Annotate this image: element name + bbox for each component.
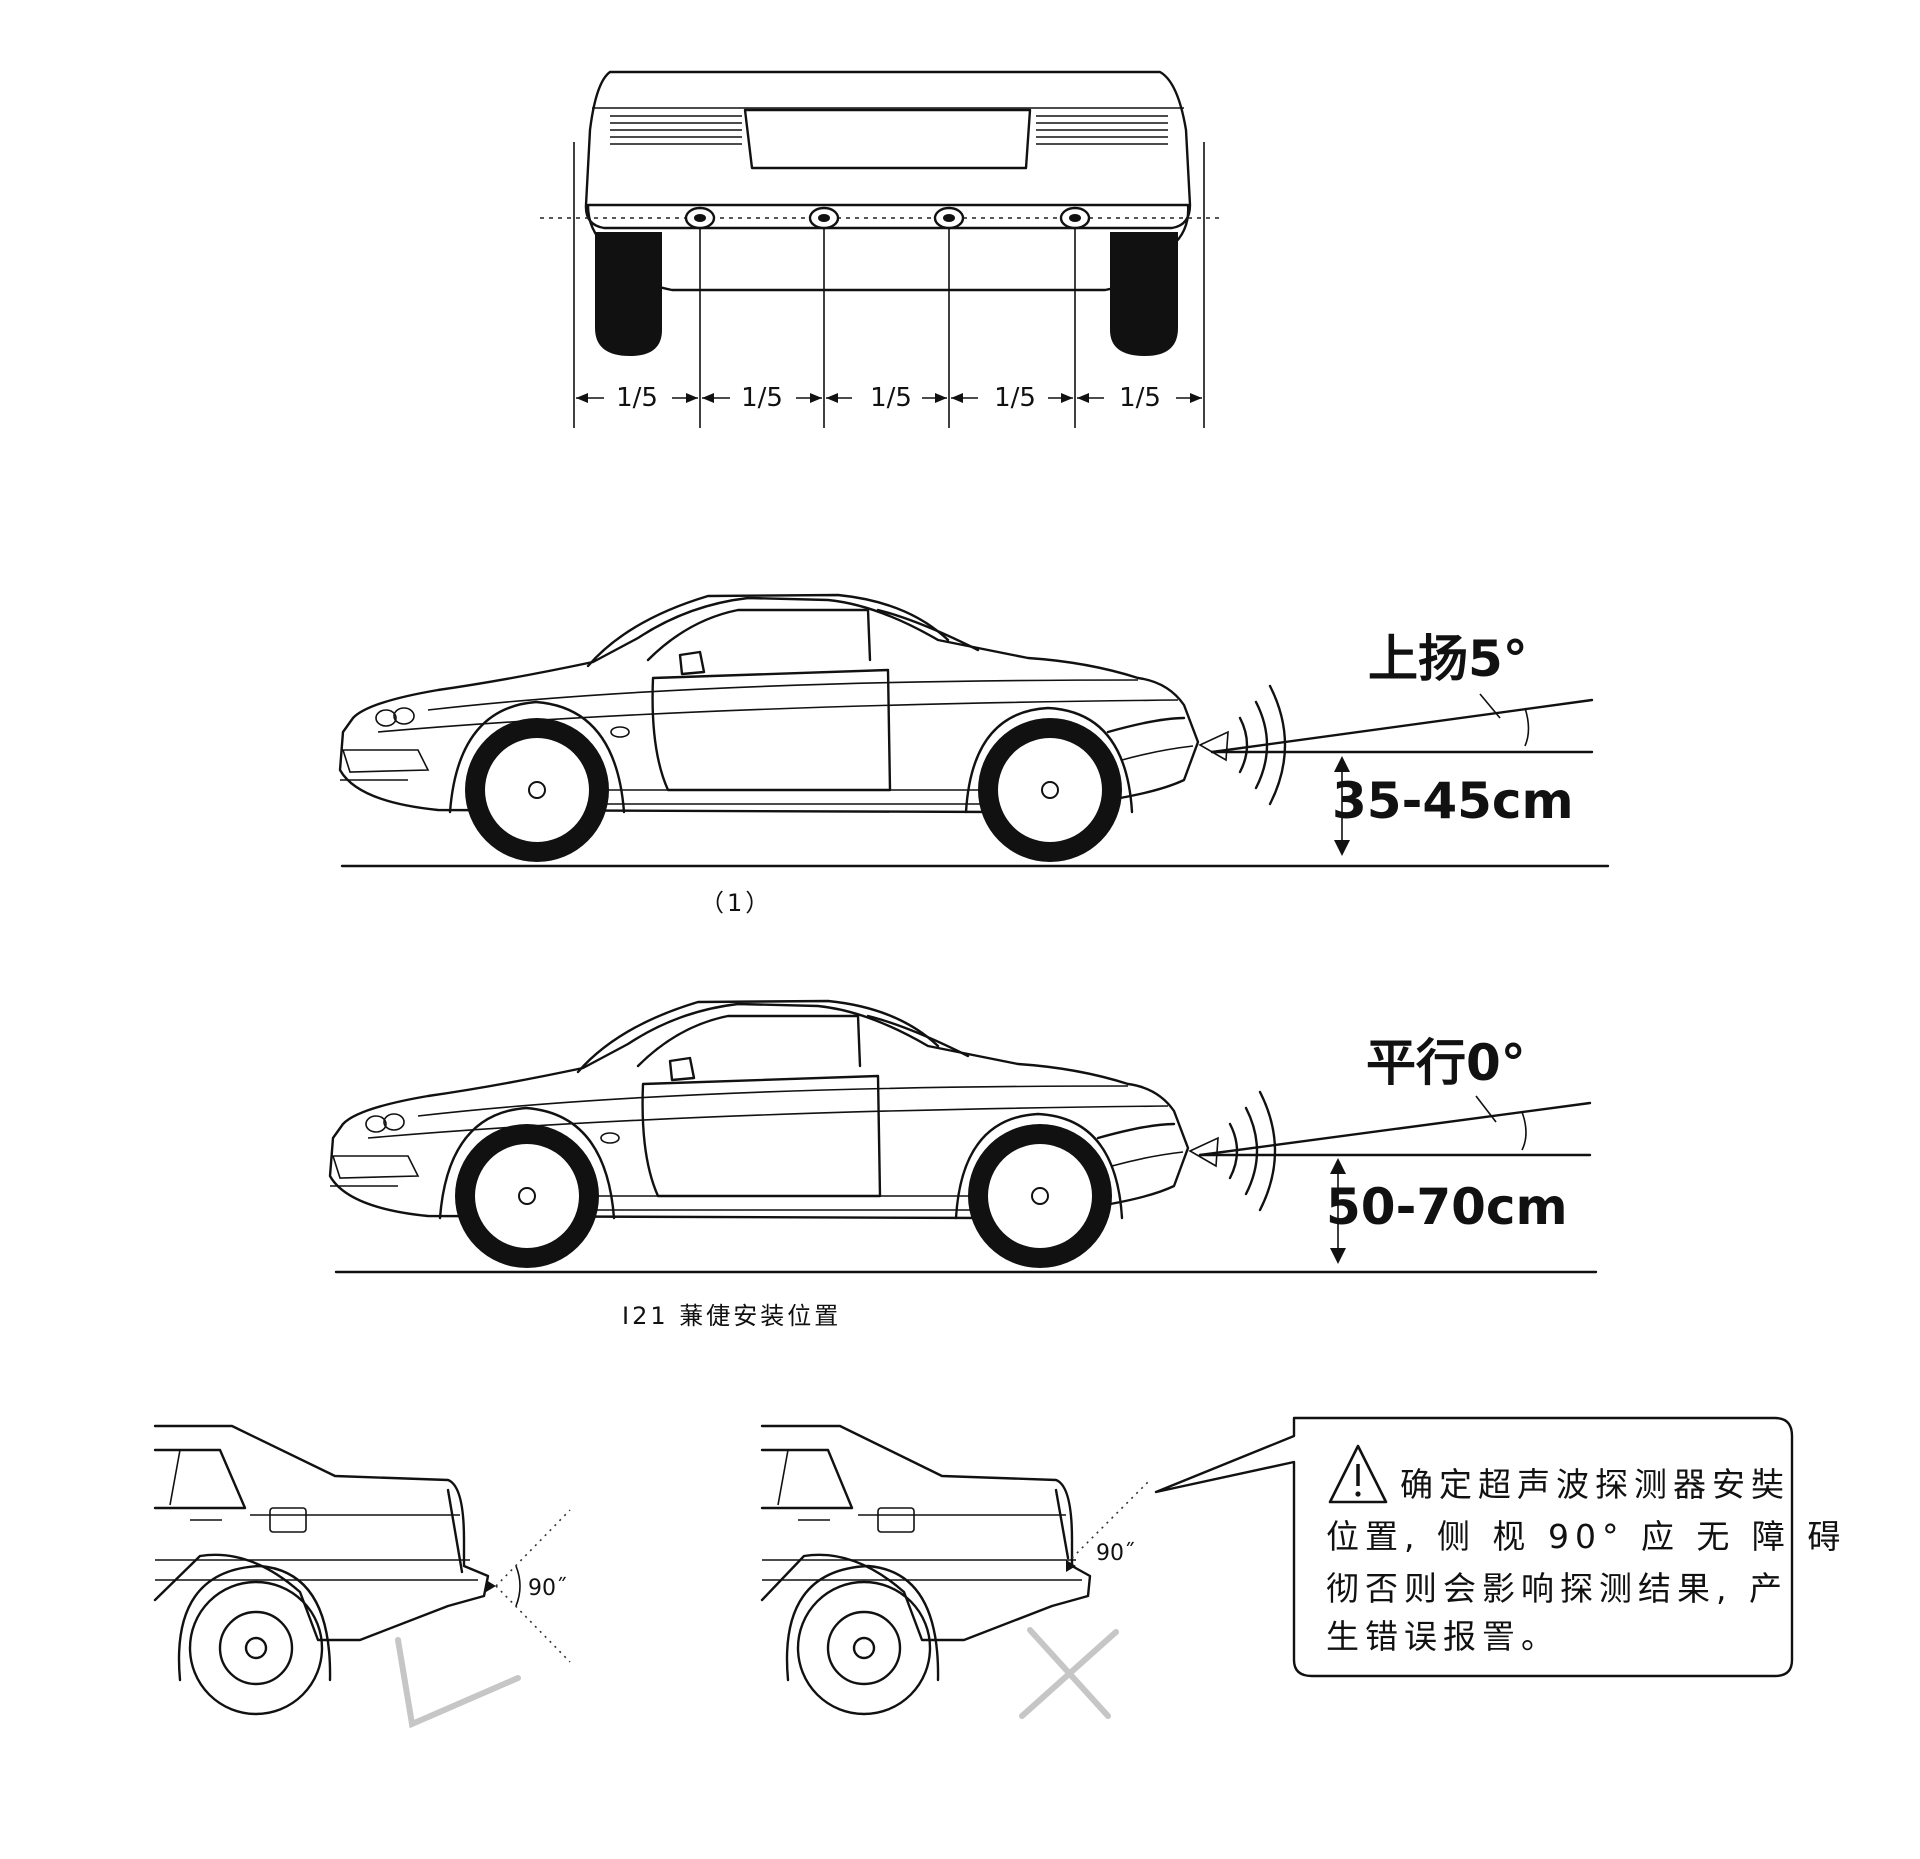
- segment-label-2: 1/5: [741, 383, 783, 413]
- rear-bumper: [586, 203, 1190, 292]
- side-view-parallel-0deg: 平行0° 50-70cm I21 蒹倢安装位置: [328, 999, 1598, 1330]
- segment-label-1: 1/5: [616, 383, 658, 413]
- correct-check-icon: [395, 1637, 521, 1729]
- dimension-arrowhead: [1061, 393, 1073, 403]
- warning-line-1: 确定超声波探测器安奘: [1400, 1465, 1790, 1504]
- dimension-guides: [573, 142, 1205, 428]
- left-tail-light: [610, 115, 742, 145]
- angle-label-correct: 90˝: [528, 1576, 567, 1601]
- caption-1: （1）: [700, 889, 772, 917]
- segment-label-4: 1/5: [994, 383, 1036, 413]
- rear-left-tire: [595, 232, 662, 356]
- caption-2: I21 蒹倢安装位置: [622, 1302, 841, 1330]
- angle-label-upward: 上扬5°: [1368, 630, 1528, 688]
- wrong-cross-icon: [1019, 1627, 1119, 1719]
- height-label-50-70: 50-70cm: [1326, 1178, 1568, 1236]
- dimension-arrowhead: [810, 393, 822, 403]
- height-label-35-45: 35-45cm: [1332, 772, 1574, 830]
- angle-label-parallel: 平行0°: [1366, 1034, 1526, 1092]
- right-tail-light: [1036, 115, 1168, 145]
- dimension-arrowhead: [1190, 393, 1202, 403]
- rear-right-tire: [1110, 232, 1178, 356]
- side-view-upward-5deg: 上扬5° 35-45cm （1）: [338, 593, 1610, 917]
- rear-view-diagram: 1/5 1/5 1/5 1/5 1/5: [540, 70, 1222, 428]
- warning-line-2: 位置, 侧 枧 90° 应 无 障 碍: [1326, 1517, 1846, 1556]
- warning-line-4: 生错误报詈。: [1326, 1617, 1560, 1656]
- dimension-arrows: [576, 393, 1202, 403]
- rear-sensors: [684, 206, 1091, 230]
- dimension-arrowhead: [576, 393, 588, 403]
- mount-correct-example: 90˝: [153, 1424, 571, 1729]
- dimension-arrowhead: [826, 393, 838, 403]
- angle-label-wrong: 90˝: [1096, 1541, 1135, 1566]
- warning-triangle-icon: [1328, 1444, 1388, 1504]
- dimension-arrowhead: [702, 393, 714, 403]
- mount-wrong-example: 90˝: [760, 1424, 1151, 1719]
- segment-label-5: 1/5: [1119, 383, 1161, 413]
- dimension-arrowhead: [935, 393, 947, 403]
- warning-line-3: 彻否则会影响探测结果, 产: [1326, 1569, 1788, 1608]
- dimension-arrowhead: [686, 393, 698, 403]
- dimension-arrowhead: [951, 393, 963, 403]
- warning-callout: 确定超声波探测器安奘 位置, 侧 枧 90° 应 无 障 碍 彻否则会影响探测结…: [1154, 1416, 1846, 1678]
- license-plate-area: [743, 108, 1032, 170]
- dimension-arrowhead: [1077, 393, 1089, 403]
- segment-label-3: 1/5: [870, 383, 912, 413]
